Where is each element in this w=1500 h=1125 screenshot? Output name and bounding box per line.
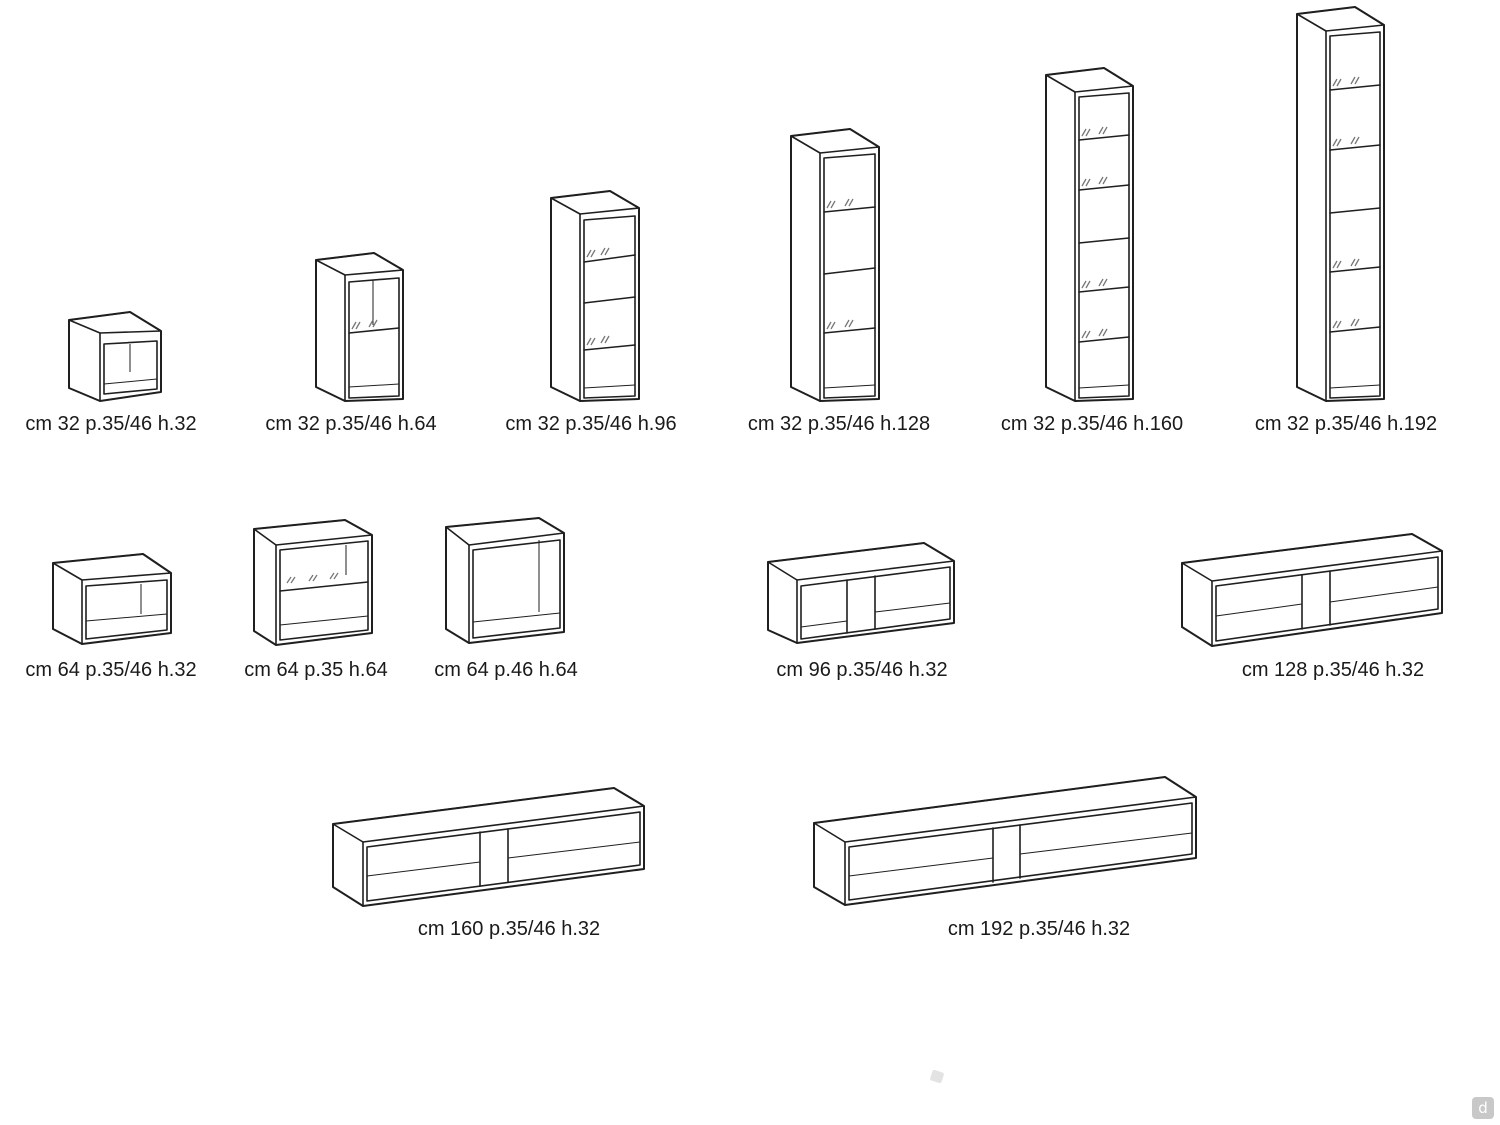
- unit-32-h64-drawing: [315, 252, 404, 402]
- unit-label: cm 64 p.35/46 h.32: [25, 659, 197, 681]
- unit-64-p46-h64-drawing: [445, 517, 565, 644]
- unit-32-h192-drawing: [1296, 6, 1385, 402]
- unit-64-p35-h64-drawing: [253, 519, 373, 646]
- unit-label: cm 192 p.35/46 h.32: [947, 918, 1131, 940]
- unit-label: cm 96 p.35/46 h.32: [776, 659, 948, 681]
- logo-icon: d: [1472, 1097, 1494, 1119]
- unit-32-h128-drawing: [790, 128, 880, 402]
- unit-32-h96-drawing: [550, 190, 640, 402]
- unit-label: cm 64 p.35 h.64: [244, 659, 388, 681]
- unit-160-h32-drawing: [332, 787, 645, 907]
- unit-label: cm 32 p.35/46 h.128: [747, 413, 931, 435]
- unit-label: cm 32 p.35/46 h.64: [265, 413, 437, 435]
- watermark-mark: [929, 1069, 945, 1084]
- unit-64-h32-drawing: [52, 553, 172, 645]
- unit-label: cm 128 p.35/46 h.32: [1241, 659, 1425, 681]
- unit-label: cm 160 p.35/46 h.32: [417, 918, 601, 940]
- unit-32-h32-drawing: [68, 311, 162, 402]
- unit-32-h160-drawing: [1045, 67, 1134, 402]
- unit-label: cm 32 p.35/46 h.160: [1000, 413, 1184, 435]
- unit-label: cm 32 p.35/46 h.96: [505, 413, 677, 435]
- unit-label: cm 32 p.35/46 h.32: [25, 413, 197, 435]
- unit-192-h32-drawing: [813, 776, 1197, 906]
- unit-label: cm 32 p.35/46 h.192: [1254, 413, 1438, 435]
- unit-label: cm 64 p.46 h.64: [434, 659, 578, 681]
- unit-96-h32-drawing: [767, 542, 955, 644]
- unit-128-h32-drawing: [1181, 533, 1443, 647]
